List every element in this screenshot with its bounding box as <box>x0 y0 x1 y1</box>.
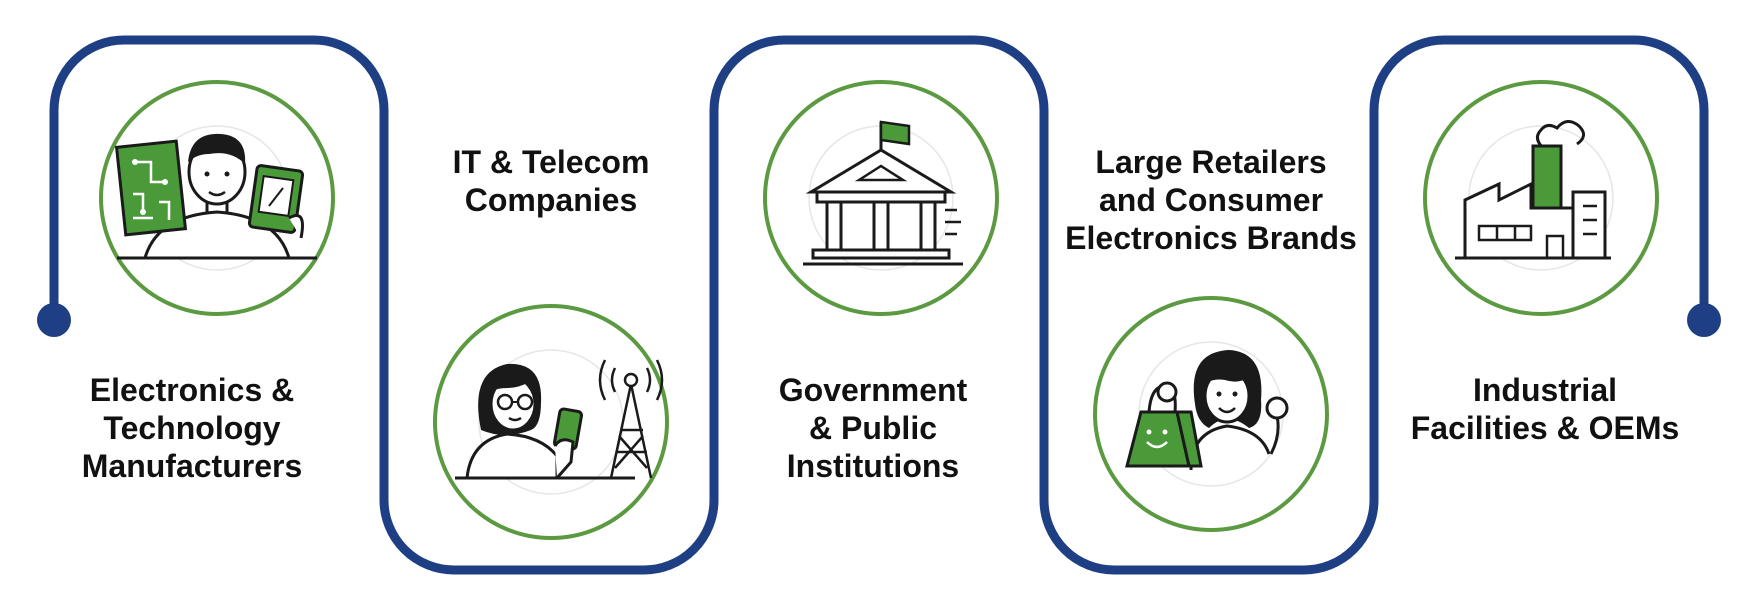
label-line: Large Retailers <box>1095 144 1327 180</box>
label-line: Industrial <box>1472 372 1617 408</box>
label-line: Facilities & OEMs <box>1410 410 1680 446</box>
label-line: Electronics Brands <box>1065 220 1357 256</box>
factory-icon <box>1423 80 1659 316</box>
segment-label-industrial: Industrial Facilities & OEMs <box>1395 371 1695 447</box>
label-line: Technology <box>103 410 281 446</box>
end-dot <box>1687 303 1721 337</box>
label-line: Electronics & <box>89 372 295 408</box>
government-building-icon <box>763 80 999 316</box>
segment-label-retail: Large Retailers and Consumer Electronics… <box>1061 143 1361 257</box>
segment-label-electronics: Electronics & Technology Manufacturers <box>42 371 342 485</box>
engineer-with-circuit-boards-icon <box>99 80 335 316</box>
label-line: IT & Telecom <box>452 144 650 180</box>
shopper-with-bag-icon <box>1093 296 1329 532</box>
label-line: Companies <box>464 182 638 218</box>
label-line: Manufacturers <box>81 448 303 484</box>
label-line: Institutions <box>786 448 960 484</box>
segment-label-government: Government & Public Institutions <box>723 371 1023 485</box>
woman-with-phone-and-cell-tower-icon <box>433 304 669 540</box>
label-line: & Public <box>808 410 937 446</box>
label-line: Government <box>778 372 968 408</box>
label-line: and Consumer <box>1098 182 1324 218</box>
segment-label-telecom: IT & Telecom Companies <box>401 143 701 219</box>
start-dot <box>37 303 71 337</box>
flow-line <box>49 35 1709 575</box>
